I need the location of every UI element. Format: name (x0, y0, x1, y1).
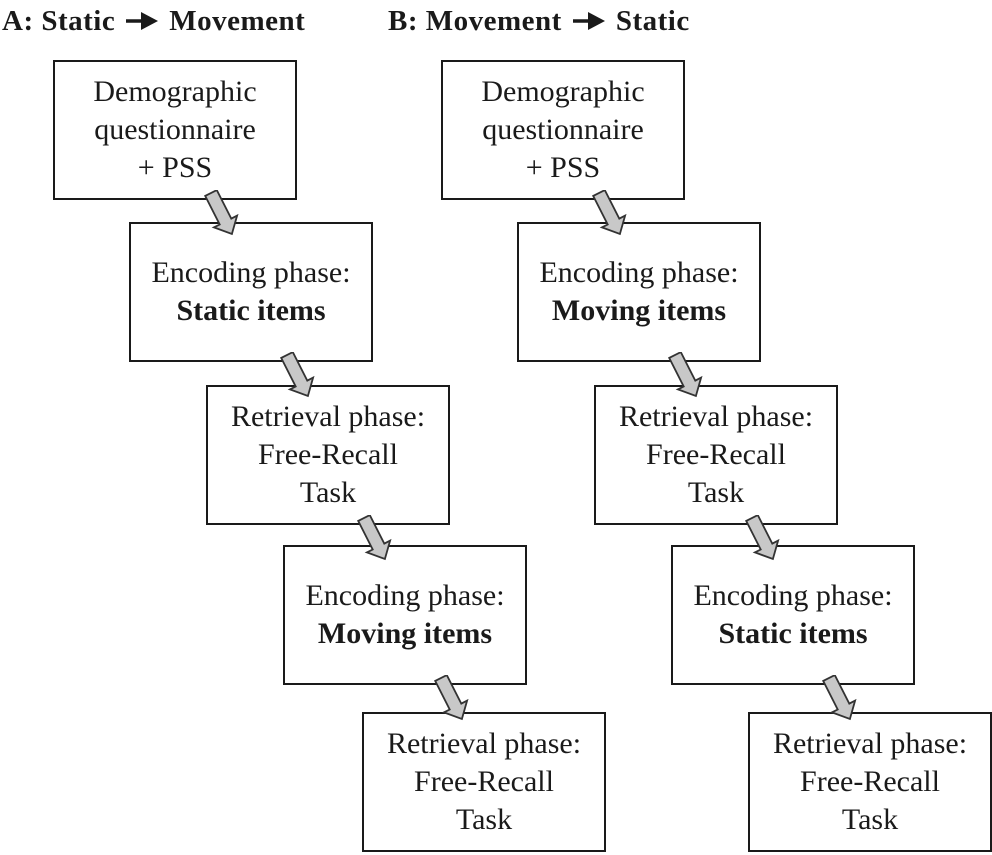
node-line: Task (687, 476, 745, 509)
node-line: Retrieval phase: (386, 727, 582, 760)
flow-connector-arrow-icon (203, 190, 239, 236)
node-line-emphasis: Moving items (551, 294, 727, 327)
node-line: Encoding phase: (539, 256, 739, 289)
flow-node-b-retrieval-1: Retrieval phase: Free-Recall Task (594, 385, 838, 525)
node-line: + PSS (525, 151, 601, 184)
panel-b-title-pre: B: Movement (388, 4, 562, 37)
flow-node-a-encoding-static: Encoding phase: Static items (129, 222, 373, 362)
node-line: Demographic (481, 75, 645, 108)
flow-connector-arrow-icon (667, 352, 703, 398)
flow-connector-arrow-icon (744, 515, 780, 561)
node-line: Free-Recall (646, 438, 786, 471)
node-line: Task (841, 803, 899, 836)
flow-node-b-encoding-moving: Encoding phase: Moving items (517, 222, 761, 362)
flow-node-b-retrieval-2: Retrieval phase: Free-Recall Task (748, 712, 992, 852)
flow-connector-arrow-icon (356, 515, 392, 561)
flow-node-a-demographic: Demographic questionnaire + PSS (53, 60, 297, 200)
panel-b-title: B: Movement Static (388, 1, 690, 41)
panel-a-title-post: Movement (169, 4, 306, 37)
node-line: Free-Recall (800, 765, 940, 798)
node-line: Encoding phase: (151, 256, 351, 289)
node-line: Task (455, 803, 513, 836)
panel-a-title-pre: A: Static (2, 4, 116, 37)
flow-connector-arrow-icon (591, 190, 627, 236)
node-line: Free-Recall (414, 765, 554, 798)
flow-node-a-retrieval-1: Retrieval phase: Free-Recall Task (206, 385, 450, 525)
node-line: Task (299, 476, 357, 509)
node-line: + PSS (137, 151, 213, 184)
node-line: Demographic (93, 75, 257, 108)
node-line-emphasis: Static items (718, 617, 868, 650)
right-arrow-icon (126, 12, 159, 30)
node-line: questionnaire (94, 113, 256, 146)
node-line: Retrieval phase: (230, 400, 426, 433)
node-line: questionnaire (482, 113, 644, 146)
node-line-emphasis: Static items (176, 294, 326, 327)
flow-node-a-encoding-moving: Encoding phase: Moving items (283, 545, 527, 685)
node-line: Free-Recall (258, 438, 398, 471)
node-line: Encoding phase: (305, 579, 505, 612)
flow-connector-arrow-icon (433, 675, 469, 721)
flow-node-a-retrieval-2: Retrieval phase: Free-Recall Task (362, 712, 606, 852)
right-arrow-icon (572, 12, 605, 30)
flow-connector-arrow-icon (279, 352, 315, 398)
flow-node-b-demographic: Demographic questionnaire + PSS (441, 60, 685, 200)
node-line: Retrieval phase: (618, 400, 814, 433)
panel-a-title: A: Static Movement (2, 1, 305, 41)
node-line-emphasis: Moving items (317, 617, 493, 650)
node-line: Encoding phase: (693, 579, 893, 612)
node-line: Retrieval phase: (772, 727, 968, 760)
flow-connector-arrow-icon (821, 675, 857, 721)
flow-node-b-encoding-static: Encoding phase: Static items (671, 545, 915, 685)
panel-b-title-post: Static (615, 4, 690, 37)
